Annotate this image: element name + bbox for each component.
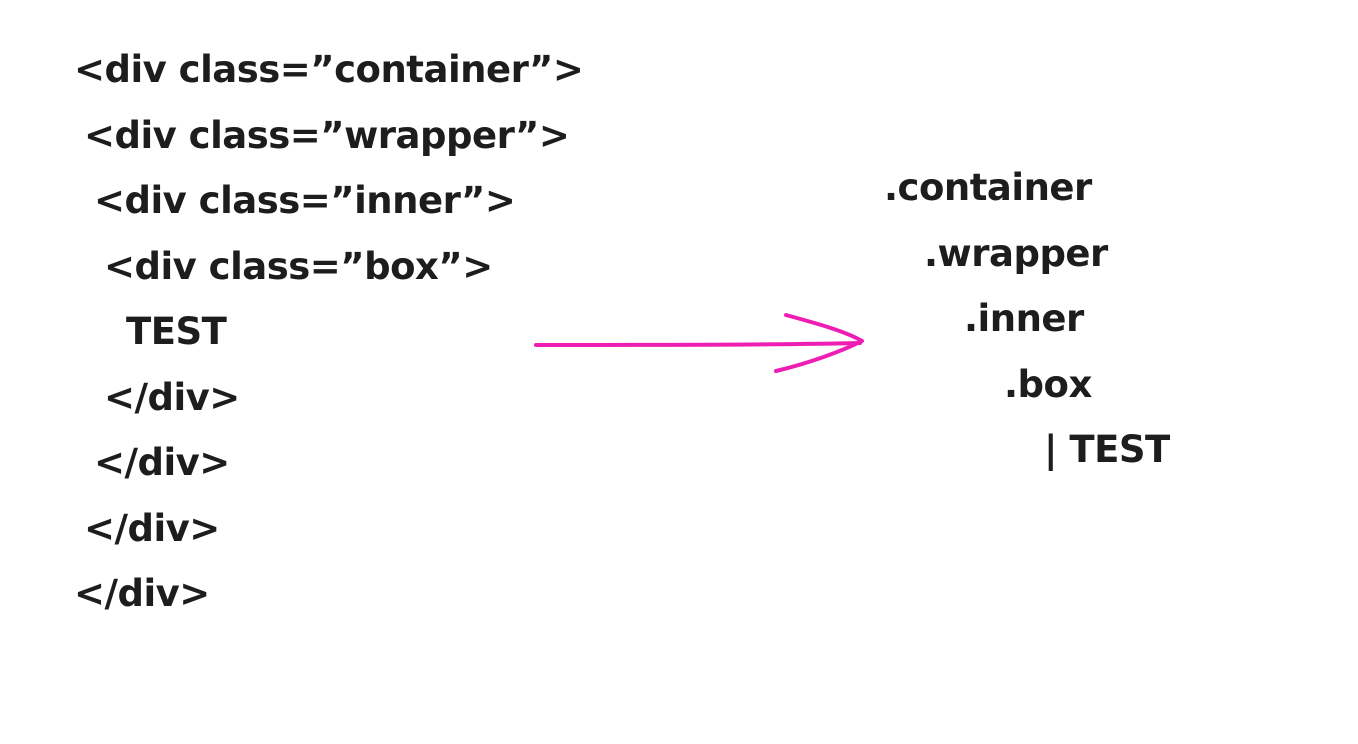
code-line-inner-open: <div class=”inner”> (94, 179, 516, 222)
code-line-wrapper-close: </div> (84, 507, 220, 550)
code-line-wrapper-open: <div class=”wrapper”> (84, 114, 570, 157)
tree-item-inner: .inner (964, 297, 1084, 340)
code-line-container-close: </div> (74, 572, 210, 615)
tree-item-wrapper: .wrapper (924, 232, 1108, 275)
arrow-shaft (534, 341, 862, 347)
code-line-container-open: <div class=”container”> (74, 48, 584, 91)
css-tree-view: .container .wrapper .inner .box | TEST (860, 0, 1320, 744)
html-code-block: <div class=”container”> <div class=”wrap… (74, 48, 584, 615)
code-line-inner-close: </div> (94, 441, 230, 484)
tree-item-test-text: | TEST (1044, 428, 1170, 471)
tree-item-box: .box (1004, 363, 1092, 406)
tree-item-container: .container (884, 166, 1092, 209)
code-line-test-text: TEST (126, 310, 227, 353)
code-line-box-open: <div class=”box”> (104, 245, 493, 288)
arrow-head (774, 313, 864, 373)
code-line-box-close: </div> (104, 376, 240, 419)
right-arrow-icon (534, 313, 864, 373)
